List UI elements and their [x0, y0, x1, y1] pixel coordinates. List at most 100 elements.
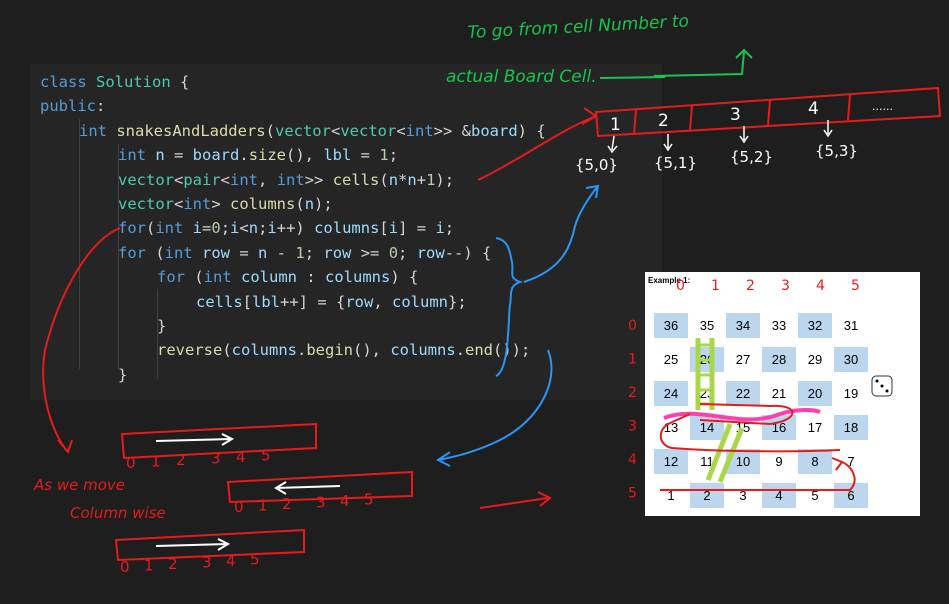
green-underline [599, 76, 666, 79]
board-cell: 8 [798, 449, 832, 474]
index-digit: 5 [364, 491, 374, 509]
code-token: i [192, 219, 203, 238]
index-digit: 3 [211, 450, 221, 468]
code-line: } [157, 314, 166, 338]
index-digit: 3 [202, 554, 212, 572]
code-token: < [239, 219, 249, 238]
coord-5-0: {5,0} [575, 156, 618, 174]
code-token: [ [242, 292, 253, 311]
code-token: cells [332, 170, 380, 189]
code-token: columns [325, 268, 391, 287]
cell-number-2: 2 [658, 111, 669, 131]
code-token: int [203, 268, 241, 287]
board-cell: 22 [726, 381, 760, 406]
code-token: columns [390, 341, 456, 360]
code-token: --) { [444, 243, 492, 262]
index-digit: 4 [236, 448, 246, 466]
board-cell: 35 [699, 318, 715, 333]
green-note-line1: To go from cell Number to [467, 11, 689, 43]
red-arrow-to-array [477, 107, 598, 181]
board-cell: 17 [807, 420, 823, 435]
code-token: ()); [493, 341, 531, 360]
code-token: [ [379, 219, 389, 238]
index-digit: 0 [234, 498, 244, 516]
code-token: vector [118, 195, 174, 213]
code-token: < [220, 170, 231, 189]
board-cell: 25 [663, 352, 679, 367]
code-token: i [435, 219, 445, 238]
code-token: n [388, 170, 399, 189]
code-token: vector [274, 121, 331, 140]
code-token: ; [304, 243, 324, 262]
code-token: ); [435, 170, 455, 189]
code-line: vector<pair<int, int>> cells(n*n+1); [118, 168, 454, 192]
board-cell: 21 [771, 386, 787, 401]
row-box-2 [226, 470, 413, 504]
board-cell: 6 [834, 483, 868, 508]
code-token: ++] = { [280, 292, 346, 311]
code-token: , [258, 170, 277, 189]
code-token: size [248, 146, 287, 165]
board-cell: 9 [775, 454, 783, 469]
board-cell: 23 [699, 386, 715, 401]
code-token: 1 [426, 170, 436, 189]
code-token: int [164, 243, 202, 262]
code-token: ); [314, 195, 333, 213]
code-token: ] = [398, 219, 436, 238]
index-digit: 4 [226, 552, 236, 570]
code-token: public [40, 97, 96, 116]
coord-5-2: {5,2} [730, 148, 773, 166]
index-digit: 1 [258, 497, 268, 515]
code-token: ( [146, 219, 156, 238]
code-token: >> [304, 170, 333, 189]
board-cell: 27 [735, 352, 751, 367]
indent-guide [157, 289, 158, 379]
board-cell: 26 [690, 347, 724, 372]
board-cell: 36 [654, 313, 688, 338]
code-token: < [330, 121, 341, 140]
cell-number-4: 4 [808, 99, 819, 119]
board-cell: 12 [654, 449, 688, 474]
index-digit: 1 [151, 453, 161, 471]
code-token: int [118, 146, 156, 165]
code-token: board [471, 121, 518, 140]
code-token: end [465, 341, 494, 360]
board-cell: 31 [843, 318, 859, 333]
code-token: } [157, 317, 167, 335]
indent-guide [79, 119, 80, 369]
board-cell: 4 [762, 483, 796, 508]
code-token: i [388, 219, 399, 238]
blue-brace [495, 237, 524, 377]
code-line: for(int i=0;i<n;i++) columns[i] = i; [118, 216, 454, 240]
board-cell: 32 [798, 313, 832, 338]
code-token: ; [388, 146, 399, 165]
green-arrow [653, 48, 753, 77]
code-line: for (int column : columns) { [157, 265, 418, 289]
code-token: } [118, 365, 128, 384]
code-token: . [297, 341, 307, 360]
code-token: - [267, 243, 296, 262]
code-line: cells[lbl++] = {row, column}; [196, 290, 467, 314]
code-line: int snakesAndLadders(vector<vector<int>>… [79, 119, 546, 143]
board-cell: 14 [690, 415, 724, 440]
red-loop-line [42, 227, 121, 455]
code-token: row [202, 243, 230, 262]
code-token: < [396, 121, 406, 140]
code-token: lbl [323, 146, 352, 165]
code-token: n [155, 146, 165, 165]
code-token: 0 [388, 243, 399, 262]
code-token: row [416, 243, 445, 262]
code-line: reverse(columns.begin(), columns.end()); [157, 338, 530, 362]
code-token: }; [448, 292, 467, 311]
code-token: int [183, 195, 212, 213]
code-token: column [392, 292, 449, 311]
code-token: cells [196, 292, 243, 311]
coord-5-3: {5,3} [815, 142, 858, 160]
column-note-line2: Column wise [70, 504, 166, 522]
index-digit: 5 [250, 551, 260, 569]
code-line: } [118, 363, 127, 387]
code-token: ( [295, 195, 305, 213]
board-cell: 28 [762, 347, 796, 372]
